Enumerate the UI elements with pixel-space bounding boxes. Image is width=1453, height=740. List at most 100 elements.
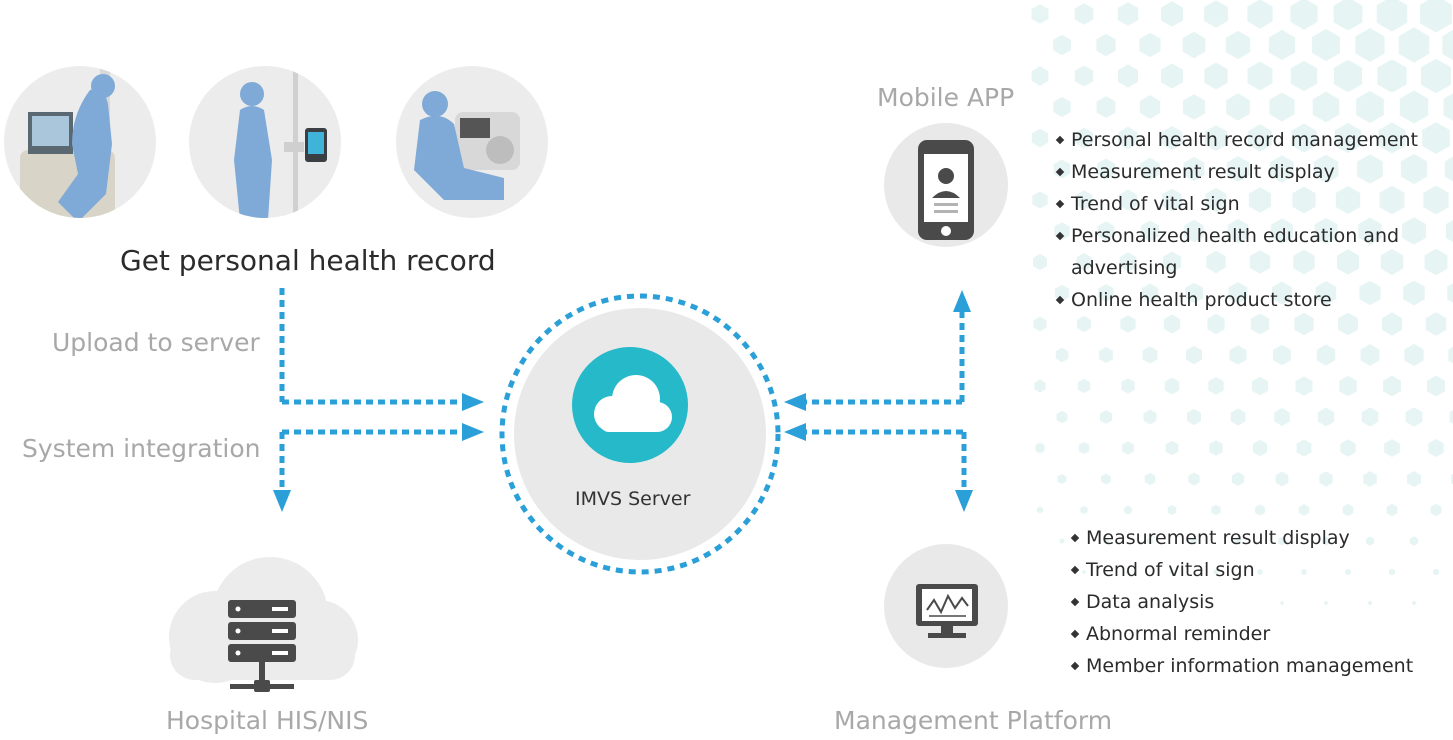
hexagon-decoration: [1099, 347, 1113, 363]
hexagon-decoration: [1339, 375, 1357, 397]
hexagon-decoration: [1143, 409, 1157, 425]
hexagon-decoration: [1182, 31, 1206, 59]
list-item: Personal health record management: [1055, 124, 1418, 156]
hexagon-decoration: [1206, 250, 1226, 274]
hexagon-decoration: [1204, 0, 1228, 28]
hexagon-decoration: [1376, 0, 1408, 32]
hexagon-decoration: [1449, 410, 1453, 424]
hexagon-decoration: [1139, 32, 1161, 58]
hexagon-decoration: [1080, 505, 1088, 515]
hexagon-decoration: [1033, 316, 1047, 332]
hexagon-decoration: [1337, 249, 1359, 275]
hexagon-decoration: [1356, 91, 1384, 123]
hexagon-decoration: [1120, 315, 1136, 333]
hexagon-decoration: [1247, 61, 1273, 91]
integration-label: System integration: [22, 434, 261, 463]
hexagon-decoration: [1361, 407, 1379, 427]
hexagon-decoration: [1226, 93, 1250, 121]
hexagon-decoration: [1165, 440, 1179, 456]
top-caption: Get personal health record: [120, 244, 496, 277]
hexagon-decoration: [1077, 378, 1091, 394]
hexagon-decoration: [1383, 375, 1401, 397]
hexagon-decoration: [1225, 30, 1251, 60]
hexagon-decoration: [1249, 250, 1271, 274]
list-item: Measurement result display: [1055, 156, 1418, 188]
hexagon-decoration: [1057, 474, 1067, 484]
hexagon-decoration: [1342, 503, 1354, 517]
hexagon-decoration: [1384, 439, 1400, 457]
hexagon-decoration: [1032, 191, 1048, 209]
hexagon-decoration: [1290, 0, 1318, 30]
hexagon-decoration: [1295, 376, 1313, 396]
list-item-continuation: advertising: [1071, 257, 1178, 279]
list-item: Trend of vital sign: [1070, 554, 1413, 586]
hexagon-decoration: [1274, 408, 1290, 426]
list-item: Measurement result display: [1070, 522, 1413, 554]
hexagon-decoration: [1167, 505, 1177, 515]
hexagon-decoration: [1033, 253, 1047, 271]
hexagon-decoration: [1444, 156, 1453, 182]
hospital-label: Hospital HIS/NIS: [166, 706, 369, 735]
hexagon-decoration: [1036, 506, 1044, 514]
hexagon-decoration: [1209, 440, 1223, 456]
hexagon-decoration: [1428, 439, 1444, 457]
hexagon-decoration: [1420, 0, 1452, 33]
arrow-heads: [273, 290, 973, 512]
hexagon-decoration: [1398, 27, 1430, 63]
hexagon-decoration: [1096, 33, 1116, 57]
hexagon-decoration: [1380, 249, 1404, 275]
hexagon-decoration: [1182, 94, 1206, 120]
hexagon-decoration: [1247, 0, 1273, 29]
hexagon-decoration: [1405, 407, 1423, 427]
imvs-server-node: [499, 293, 781, 575]
hexagon-decoration: [1355, 28, 1385, 62]
hexagon-decoration: [1035, 442, 1045, 454]
hexagon-decoration: [1290, 60, 1318, 92]
hexagon-decoration: [1338, 312, 1358, 336]
hexagon-decoration: [1211, 504, 1221, 516]
hexagon-decoration: [1142, 346, 1158, 364]
hexagon-decoration: [1078, 441, 1090, 455]
list-item: Personalized health education and: [1055, 220, 1418, 252]
hexagon-decoration: [1296, 439, 1312, 457]
hexagon-decoration: [1074, 3, 1094, 25]
hexagon-decoration: [1076, 253, 1092, 271]
management-platform-node: [884, 544, 1008, 668]
hexagon-decoration: [1121, 378, 1135, 394]
list-item: Data analysis: [1070, 586, 1413, 618]
height-scale-photo: [189, 66, 341, 218]
hexagon-decoration: [1422, 122, 1450, 154]
hexagon-decoration: [1161, 1, 1183, 27]
hexagon-decoration: [1230, 408, 1246, 426]
hexagon-decoration: [1204, 62, 1228, 90]
hexagon-decoration: [1312, 29, 1340, 61]
hexagon-decoration: [1187, 408, 1201, 426]
hexagon-decoration: [1053, 97, 1071, 117]
hexagon-decoration: [1162, 251, 1182, 273]
platform-title: Management Platform: [834, 706, 1113, 735]
hexagon-decoration: [1188, 472, 1200, 486]
hexagon-decoration: [1269, 92, 1295, 122]
hospital-node: [169, 557, 358, 692]
mobile-feature-list: Personal health record management Measur…: [1055, 124, 1418, 316]
hexagon-decoration: [1055, 347, 1069, 363]
hexagon-decoration: [1334, 59, 1362, 93]
server-label: IMVS Server: [575, 488, 691, 510]
hexagon-decoration: [1404, 343, 1424, 367]
hexagon-decoration: [1077, 315, 1091, 333]
hexagon-decoration: [1101, 473, 1111, 485]
hexagon-decoration: [1031, 66, 1049, 86]
hexagon-decoration: [1319, 471, 1333, 487]
hexagon-decoration: [1034, 379, 1046, 393]
hexagon-decoration: [1312, 91, 1340, 123]
hexagon-decoration: [1424, 248, 1448, 276]
mobile-app-node: [884, 123, 1008, 247]
hexagon-decoration: [1117, 2, 1139, 26]
hexagon-decoration: [1163, 314, 1181, 334]
hexagon-decoration: [1124, 505, 1132, 515]
hexagon-decoration: [1231, 472, 1245, 486]
hexagon-decoration: [1251, 376, 1269, 396]
list-item: Member information management: [1070, 650, 1413, 682]
hexagon-decoration: [1298, 504, 1310, 516]
blood-pressure-photo: [396, 66, 548, 218]
